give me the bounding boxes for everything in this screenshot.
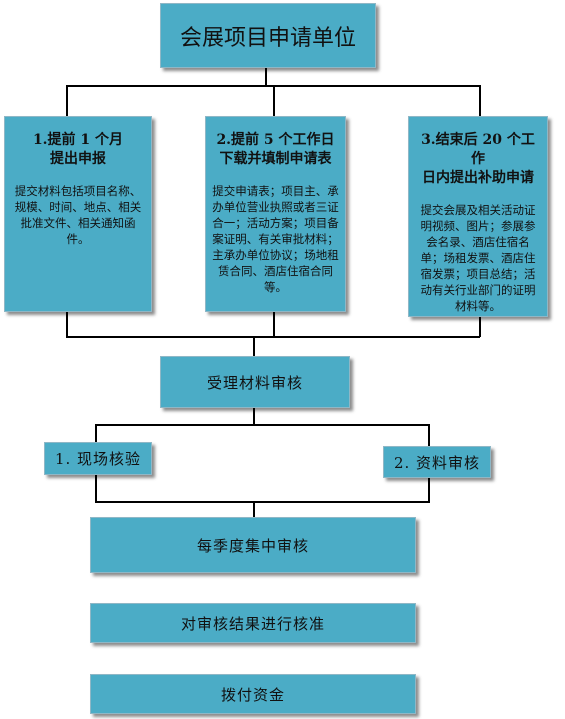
diagram-title: 会展项目申请单位	[179, 25, 356, 51]
branch-3-box: 3.结束后 20 个工作 日内提出补助申请 提交会展及相关活动证明视频、图片；参…	[408, 116, 548, 317]
connector	[428, 424, 430, 446]
branch-1-box: 1.提前 1 个月 提出申报 提交材料包括项目名称、规模、时间、地点、相关批准文…	[4, 116, 152, 312]
quarterly-review-label: 每季度集中审核	[196, 536, 309, 555]
connector	[428, 478, 430, 502]
branch-1-heading-text: 1.提前 1 个月 提出申报	[32, 132, 124, 167]
fund-disbursement-label: 拨付资金	[220, 685, 285, 704]
connector	[253, 501, 255, 517]
connector	[66, 336, 480, 338]
branch-2-box: 2.提前 5 个工作日 下载并填制申请表 提交申请表；项目主、承办单位营业执照或…	[205, 116, 346, 312]
review-label: 受理材料审核	[206, 373, 303, 392]
onsite-check-box: 1. 现场核验	[44, 442, 152, 475]
quarterly-review-box: 每季度集中审核	[90, 517, 416, 573]
document-check-label: 2. 资料审核	[393, 453, 481, 472]
connector	[95, 475, 97, 502]
branch-2-heading-text: 2.提前 5 个工作日 下载并填制申请表	[216, 132, 335, 167]
branch-3-heading: 3.结束后 20 个工作 日内提出补助申请	[409, 131, 547, 188]
connector	[253, 336, 255, 356]
branch-3-body: 提交会展及相关活动证明视频、图片；参展参会名录、酒店住宿名单；场租发票、酒店住宿…	[420, 203, 536, 313]
onsite-check-label: 1. 现场核验	[54, 450, 142, 468]
connector	[273, 312, 275, 337]
verification-label: 对审核结果进行核准	[180, 614, 325, 633]
branch-1-heading: 1.提前 1 个月 提出申报	[5, 131, 151, 169]
connector	[273, 85, 275, 116]
branch-2-body: 提交申请表；项目主、承办单位营业执照或者三证合一；活动方案；项目备案证明、有关审…	[212, 184, 339, 294]
connector	[479, 317, 481, 337]
connector	[479, 85, 481, 116]
connector	[66, 312, 68, 337]
fund-disbursement-box: 拨付资金	[90, 674, 416, 714]
applicant-box: 会展项目申请单位	[160, 3, 376, 68]
review-box: 受理材料审核	[160, 356, 350, 408]
connector	[265, 68, 267, 86]
document-check-box: 2. 资料审核	[383, 446, 491, 478]
branch-1-body: 提交材料包括项目名称、规模、时间、地点、相关批准文件、相关通知函件。	[14, 184, 142, 246]
connector	[253, 408, 255, 425]
connector	[95, 501, 430, 503]
connector	[95, 424, 430, 426]
verification-box: 对审核结果进行核准	[90, 603, 416, 643]
connector	[66, 85, 68, 116]
branch-2-heading: 2.提前 5 个工作日 下载并填制申请表	[206, 131, 345, 169]
branch-3-heading-text: 3.结束后 20 个工作 日内提出补助申请	[421, 132, 535, 186]
connector	[95, 424, 97, 442]
